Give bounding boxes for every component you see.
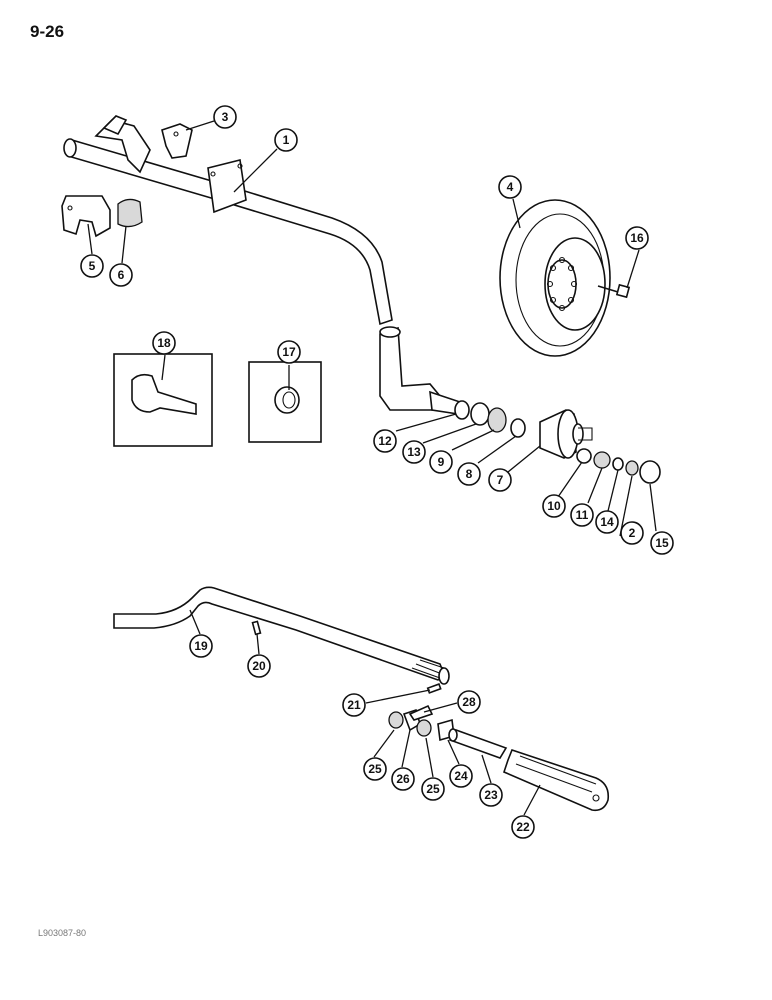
svg-text:25: 25 [368, 762, 382, 776]
callout-12: 12 [373, 429, 397, 453]
bracket [61, 195, 111, 238]
svg-text:12: 12 [378, 434, 392, 448]
svg-text:6: 6 [118, 268, 125, 282]
washer-14 [612, 457, 624, 471]
callout-1: 1 [274, 128, 298, 152]
cap-15 [639, 460, 661, 484]
tube-mounting-bracket [94, 115, 151, 174]
svg-text:28: 28 [462, 695, 476, 709]
svg-text:1: 1 [283, 133, 290, 147]
callout-15: 15 [650, 531, 674, 555]
seal-12 [454, 400, 470, 420]
spindle-arm [379, 326, 461, 415]
callout-25-left: 25 [363, 757, 387, 781]
callout-22: 22 [511, 815, 535, 839]
svg-text:20: 20 [252, 659, 266, 673]
svg-text:19: 19 [194, 639, 208, 653]
callout-23: 23 [479, 783, 503, 807]
svg-text:9: 9 [438, 455, 445, 469]
bearing-11 [593, 451, 611, 469]
callout-5: 5 [80, 254, 104, 278]
svg-text:25: 25 [426, 782, 440, 796]
callout-11: 11 [570, 503, 594, 527]
svg-text:11: 11 [576, 508, 589, 522]
svg-text:24: 24 [454, 769, 468, 783]
race-13 [470, 402, 490, 426]
svg-text:14: 14 [600, 515, 614, 529]
callout-26: 26 [391, 767, 415, 791]
svg-text:16: 16 [630, 231, 644, 245]
lock-28 [408, 704, 434, 721]
inset-seal [248, 361, 322, 443]
callout-14: 14 [595, 510, 619, 534]
callout-6: 6 [109, 263, 133, 287]
bearing-9 [487, 407, 507, 433]
cotter-pin [426, 683, 442, 694]
callout-19: 19 [189, 634, 213, 658]
svg-text:3: 3 [222, 110, 229, 124]
nut-25b [416, 719, 432, 737]
axle-tube [63, 138, 393, 326]
svg-text:10: 10 [547, 499, 561, 513]
adjusting-tube [448, 728, 508, 759]
svg-text:13: 13 [407, 445, 421, 459]
tie-rod [113, 586, 450, 685]
callout-9: 9 [429, 450, 453, 474]
roll-pin [251, 620, 262, 636]
cup-8 [510, 418, 526, 438]
svg-text:8: 8 [466, 467, 473, 481]
callout-25-right: 25 [421, 777, 445, 801]
callout-17: 17 [277, 340, 301, 364]
callout-21: 21 [342, 693, 366, 717]
bushing [117, 198, 143, 228]
svg-text:2: 2 [629, 526, 636, 540]
wheel-bolt [597, 283, 631, 299]
cup-10 [576, 448, 592, 464]
callout-10: 10 [542, 494, 566, 518]
svg-text:26: 26 [396, 772, 410, 786]
svg-text:15: 15 [655, 536, 669, 550]
callout-18: 18 [152, 331, 176, 355]
callout-3: 3 [213, 105, 237, 129]
page-number: 9-26 [30, 22, 65, 41]
nut-2 [625, 460, 639, 476]
svg-text:7: 7 [497, 473, 504, 487]
svg-text:17: 17 [282, 345, 296, 359]
callout-20: 20 [247, 654, 271, 678]
svg-text:23: 23 [484, 788, 498, 802]
callout-24: 24 [449, 764, 473, 788]
callout-28: 28 [457, 690, 481, 714]
wheel-rim [499, 199, 611, 357]
svg-text:22: 22 [516, 820, 530, 834]
callout-4: 4 [498, 175, 522, 199]
svg-text:5: 5 [89, 259, 96, 273]
leader-lines [87, 120, 657, 816]
svg-text:21: 21 [347, 698, 361, 712]
callout-8: 8 [457, 462, 481, 486]
callout-7: 7 [488, 468, 512, 492]
small-parts [388, 704, 455, 742]
clamp-plate [161, 123, 193, 159]
nut-25a [388, 711, 404, 729]
callout-2: 2 [620, 521, 644, 545]
svg-text:18: 18 [157, 336, 171, 350]
callout-16: 16 [625, 226, 649, 250]
tie-rod-end [503, 749, 610, 812]
hub-assembly [454, 400, 661, 484]
svg-text:4: 4 [507, 180, 514, 194]
figure-code: L903087-80 [38, 928, 87, 938]
callout-13: 13 [402, 440, 426, 464]
